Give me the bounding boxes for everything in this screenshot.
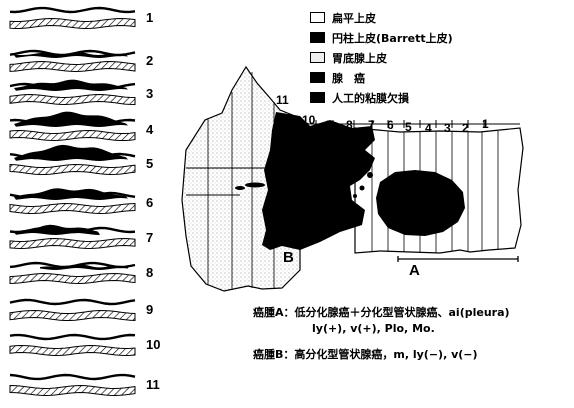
- section-strip-9: 9: [10, 300, 153, 321]
- section-strip-1: 1: [10, 8, 153, 29]
- section-number: 7: [146, 230, 153, 245]
- cut-number: 6: [387, 118, 394, 132]
- tumor-a-description-line1: 癌腫A：低分化腺癌＋分化型管状腺癌、ai(pleura): [253, 304, 510, 320]
- cut-number: 2: [462, 121, 469, 135]
- legend-swatch-adenocarcinoma: [310, 72, 325, 83]
- section-strip-4: 4: [10, 112, 154, 141]
- legend-label-fundic: 胃底腺上皮: [332, 50, 387, 66]
- section-strip-2: 2: [10, 51, 153, 72]
- tumor-a-description-line2: ly(+), v(+), Plo, Mo.: [312, 322, 435, 335]
- tumor-a: [376, 170, 465, 236]
- section-strip-7: 7: [10, 225, 153, 249]
- legend-swatch-fundic: [310, 52, 325, 63]
- section-number: 4: [146, 122, 154, 137]
- section-strip-8: 8: [10, 263, 153, 284]
- section-strip-10: 10: [10, 335, 160, 356]
- tumor-marker-b: B: [283, 249, 294, 266]
- legend-swatch-mucosal-defect: [310, 92, 325, 103]
- section-number: 3: [146, 86, 153, 101]
- legend-label-adenocarcinoma: 腺 癌: [332, 70, 365, 86]
- legend-label-squamous: 扁平上皮: [332, 10, 376, 26]
- section-strips: 1 2 3 4 5 6 7 8 9 10 11: [10, 8, 160, 396]
- cut-number: 8: [346, 118, 353, 132]
- section-number: 1: [146, 10, 153, 25]
- section-strip-11: 11: [10, 375, 160, 396]
- section-strip-5: 5: [10, 145, 153, 175]
- cut-number: 11: [276, 93, 289, 107]
- legend-swatch-columnar: [310, 32, 325, 43]
- cut-number: 5: [405, 120, 412, 134]
- section-number: 10: [146, 337, 160, 352]
- tumor-b-description-line1: 癌腫B：高分化型管状腺癌，m, ly(−), v(−): [253, 346, 478, 362]
- tumor-marker-a: A: [409, 262, 420, 279]
- cut-number: 3: [444, 121, 451, 135]
- section-strip-6: 6: [10, 188, 153, 213]
- section-strip-3: 3: [10, 80, 153, 105]
- section-number: 8: [146, 265, 153, 280]
- section-number: 9: [146, 302, 153, 317]
- cut-number: 9: [325, 118, 332, 132]
- legend-label-mucosal-defect: 人工的粘膜欠損: [332, 90, 409, 106]
- section-number: 2: [146, 53, 153, 68]
- section-number: 6: [146, 195, 153, 210]
- cut-number: 10: [302, 113, 316, 127]
- legend-swatch-squamous: [310, 12, 325, 23]
- legend-label-columnar: 円柱上皮(Barrett上皮): [332, 30, 453, 46]
- section-number: 11: [146, 377, 160, 392]
- section-number: 5: [146, 156, 153, 171]
- cut-number: 1: [482, 117, 489, 131]
- cut-number: 4: [425, 121, 432, 135]
- cut-number: 7: [368, 118, 375, 132]
